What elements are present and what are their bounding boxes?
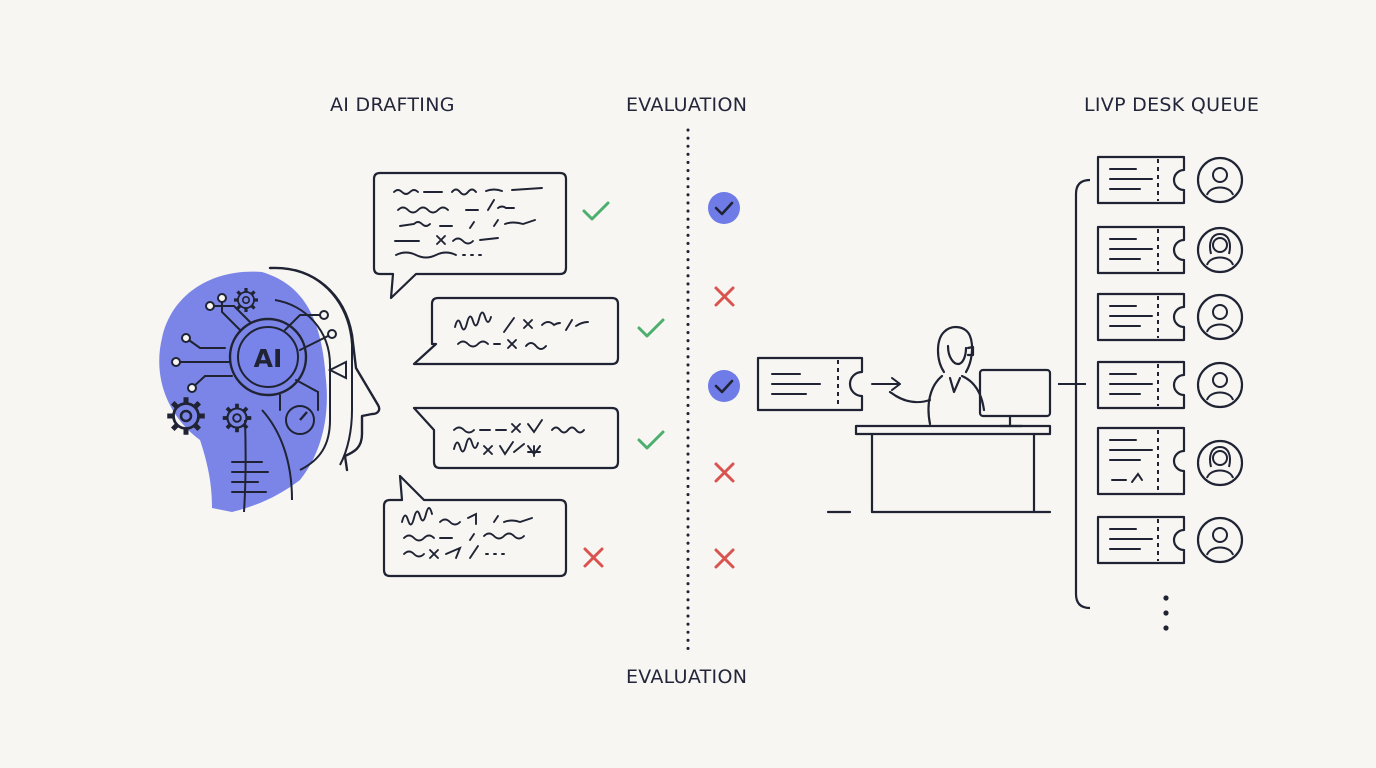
queue-ticket bbox=[1096, 426, 1244, 496]
draft-bubble-4 bbox=[382, 474, 568, 578]
incoming-ticket-icon bbox=[756, 356, 864, 412]
user-avatar-icon bbox=[1196, 156, 1244, 204]
ai-badge-text: AI bbox=[254, 344, 283, 373]
more-ellipsis-icon bbox=[1163, 595, 1169, 631]
draft-bubble-2 bbox=[412, 296, 620, 366]
queue-bracket bbox=[1074, 178, 1091, 610]
ticket-icon bbox=[1096, 155, 1186, 205]
check-icon bbox=[637, 430, 665, 450]
arrow-icon bbox=[871, 377, 901, 391]
ai-drafting-label: AI DRAFTING bbox=[330, 94, 455, 116]
draft-bubble-3 bbox=[412, 406, 620, 470]
evaluation-label-bottom: EVALUATION bbox=[626, 666, 748, 688]
check-icon bbox=[637, 318, 665, 338]
cross-icon bbox=[583, 547, 604, 568]
queue-ticket bbox=[1096, 515, 1244, 565]
cross-icon bbox=[714, 286, 735, 307]
user-avatar-icon bbox=[1196, 361, 1244, 409]
draft-bubble-1 bbox=[372, 171, 568, 300]
user-avatar-icon bbox=[1196, 439, 1244, 487]
queue-ticket bbox=[1096, 360, 1244, 410]
ai-head-icon: AI bbox=[159, 266, 381, 513]
ticket-icon bbox=[1096, 426, 1186, 496]
evaluation-pass-2 bbox=[708, 370, 740, 402]
desk-queue-label: LIVP DESK QUEUE bbox=[1084, 94, 1260, 116]
ticket-icon bbox=[1096, 292, 1186, 342]
check-icon bbox=[582, 201, 610, 221]
queue-ticket bbox=[1096, 225, 1244, 275]
ticket-icon bbox=[1096, 515, 1186, 565]
queue-ticket bbox=[1096, 155, 1244, 205]
ticket-icon bbox=[1096, 225, 1186, 275]
user-avatar-icon bbox=[1196, 226, 1244, 274]
check-icon bbox=[714, 201, 734, 216]
cross-icon bbox=[714, 462, 735, 483]
check-icon bbox=[714, 379, 734, 394]
evaluation-pass-1 bbox=[708, 192, 740, 224]
evaluation-label-top: EVALUATION bbox=[626, 94, 748, 116]
agent-at-desk-icon bbox=[826, 326, 1052, 514]
queue-ticket bbox=[1096, 292, 1244, 342]
cross-icon bbox=[714, 548, 735, 569]
user-avatar-icon bbox=[1196, 516, 1244, 564]
user-avatar-icon bbox=[1196, 293, 1244, 341]
desk-queue bbox=[1096, 155, 1244, 565]
ticket-icon bbox=[1096, 360, 1186, 410]
